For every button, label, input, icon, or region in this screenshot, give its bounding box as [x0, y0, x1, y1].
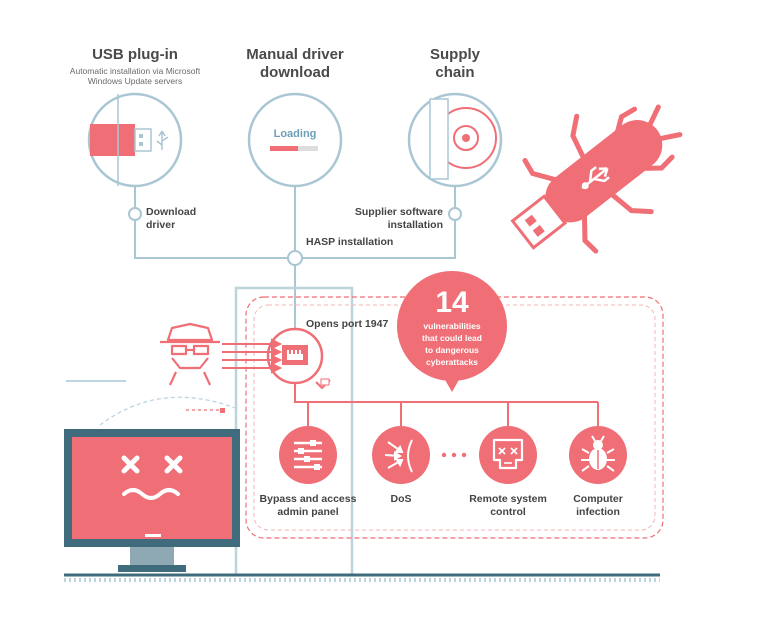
supplier-install-label-1: Supplier software	[354, 206, 443, 218]
usb-circle	[87, 92, 183, 188]
vulnerability-line-4: cyberattacks	[426, 357, 478, 367]
bug-icon	[569, 426, 627, 484]
outcome-label-dos: DoS	[390, 493, 412, 505]
broken-monitor-illustration	[64, 429, 240, 572]
port-circle	[266, 327, 331, 390]
bug-usb-illustration	[510, 104, 683, 254]
loading-bar-fill	[270, 146, 298, 151]
port-label: Opens port 1947	[306, 318, 389, 330]
supplier-install-label-2: installation	[387, 219, 443, 231]
skull-icon	[479, 426, 537, 484]
outcome-label-infection-1: Computer	[573, 493, 623, 505]
manual-title-1: Manual driver	[246, 46, 344, 63]
supply-title-1: Supply	[429, 46, 480, 63]
outcome-branches	[294, 383, 599, 428]
vulnerability-count: 14	[435, 286, 469, 319]
usb-title: USB plug-in	[92, 46, 178, 63]
dashed-perimeter-inner	[253, 304, 656, 531]
supply-title-2: chain	[435, 64, 475, 81]
usb-subtitle-2: Windows Update servers	[87, 76, 183, 86]
connector-nodes	[128, 207, 462, 266]
ground	[64, 573, 660, 582]
loading-text: Loading	[273, 128, 317, 140]
hasp-installation-label: HASP installation	[306, 236, 394, 248]
vulnerability-bubble	[397, 271, 507, 392]
outcome-label-infection-2: infection	[576, 506, 620, 518]
usb-subtitle-1: Automatic installation via Microsoft	[69, 66, 201, 76]
manual-circle	[247, 92, 343, 188]
dashed-perimeter	[245, 296, 664, 539]
outcome-label-remote-1: Remote system	[469, 493, 547, 505]
outcome-label-bypass-2: admin panel	[277, 506, 339, 518]
burst-icon	[372, 426, 430, 484]
download-driver-label-2: driver	[146, 219, 176, 231]
manual-title-2: download	[260, 64, 330, 81]
outcome-label-bypass-1: Bypass and access	[259, 493, 357, 505]
vulnerability-line-3: to dangerous	[425, 345, 479, 355]
download-driver-label-1: Download	[146, 206, 197, 218]
supply-circle	[407, 92, 503, 188]
vulnerability-line-1: vulnerabilities	[423, 321, 481, 331]
vulnerability-line-2: that could lead	[422, 333, 482, 343]
hacker-icon	[160, 322, 220, 386]
decor-lines	[66, 380, 236, 426]
attack-arrows	[222, 338, 283, 374]
outcome-label-remote-2: control	[490, 506, 526, 518]
sliders-icon	[279, 426, 337, 484]
ellipsis-dots	[441, 452, 467, 458]
